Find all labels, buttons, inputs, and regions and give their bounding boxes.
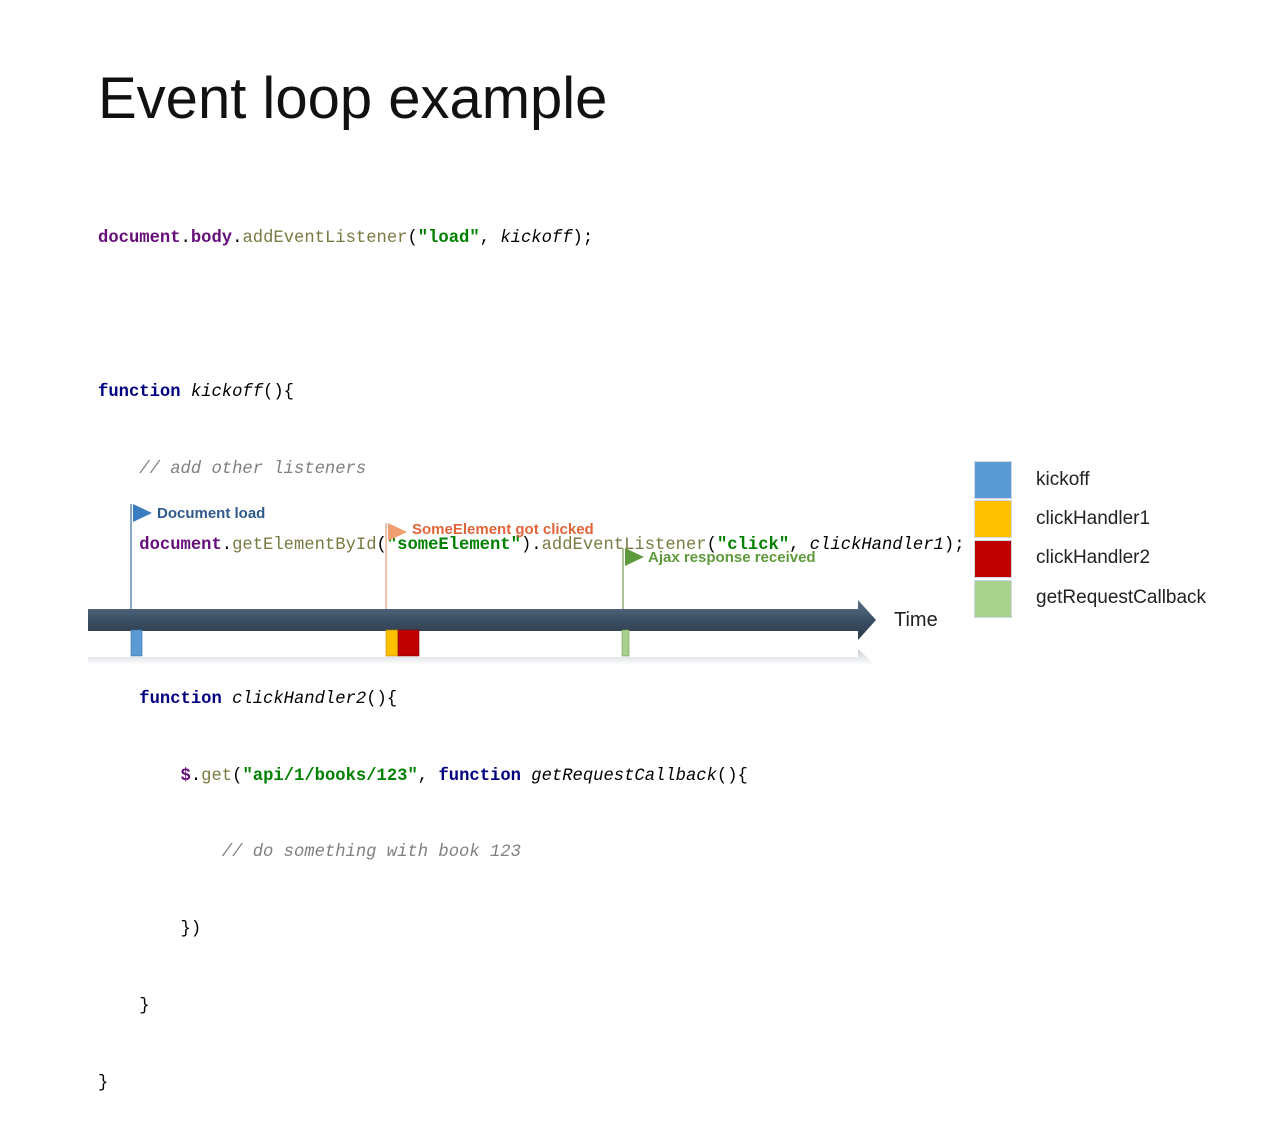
code-token: . xyxy=(180,229,191,249)
code-token: clickHandler2 xyxy=(232,689,367,709)
code-comment: // add other listeners xyxy=(139,459,367,479)
document-load-label: Document load xyxy=(157,505,265,522)
code-indent xyxy=(98,843,222,862)
code-line: document.getElementById("someElement").a… xyxy=(98,533,965,559)
clickhandler1-execution-block xyxy=(385,629,399,657)
code-token: "click" xyxy=(716,536,790,556)
element-click-label: SomeElement got clicked xyxy=(412,521,594,538)
code-token: clickHandler1 xyxy=(809,536,944,556)
code-token: document xyxy=(98,229,181,249)
code-token: ); xyxy=(943,536,965,556)
kickoff-execution-block xyxy=(130,629,143,657)
code-line: $.get("api/1/books/123", function getReq… xyxy=(98,764,965,790)
code-token: (){ xyxy=(366,689,398,709)
document-load-flag-icon xyxy=(133,504,152,522)
code-token: } xyxy=(98,1073,109,1093)
legend-swatch-getrequestcallback xyxy=(974,580,1012,618)
code-indent xyxy=(98,997,139,1016)
code-token: ( xyxy=(232,766,243,786)
code-token: . xyxy=(232,229,243,249)
legend-label-getrequestcallback: getRequestCallback xyxy=(1036,587,1207,608)
code-token: , xyxy=(789,536,810,556)
code-token: document xyxy=(139,536,222,556)
timeline-arrow xyxy=(88,600,876,640)
code-token: (){ xyxy=(263,382,294,402)
code-token: body xyxy=(190,229,233,249)
timeline-diagram: Document load SomeElement got clicked Aj… xyxy=(88,504,876,665)
code-line: document.body.addEventListener("load", k… xyxy=(98,226,965,252)
code-token: } xyxy=(139,997,150,1016)
code-line: } xyxy=(98,1071,965,1097)
code-line: function clickHandler2(){ xyxy=(98,687,965,713)
code-token: addEventListener xyxy=(242,229,408,249)
code-token: ( xyxy=(706,536,717,556)
code-token: getRequestCallback xyxy=(531,766,717,786)
code-line: // add other listeners xyxy=(98,457,965,483)
code-token: kickoff xyxy=(500,229,573,249)
code-token: (){ xyxy=(716,766,748,786)
legend-swatch-kickoff xyxy=(974,461,1012,499)
ajax-response-flag-icon xyxy=(625,548,644,566)
clickhandler2-execution-block xyxy=(397,629,420,657)
legend-label-clickhandler2: clickHandler2 xyxy=(1036,547,1151,568)
code-token: $ xyxy=(180,766,191,786)
code-indent xyxy=(98,920,181,939)
code-line: // do something with book 123 xyxy=(98,840,965,866)
code-token: get xyxy=(201,766,233,786)
code-token: , xyxy=(417,766,439,786)
code-token: "someElement" xyxy=(386,536,521,556)
code-indent xyxy=(98,767,181,786)
code-token: getElementById xyxy=(232,536,377,556)
slide-title: Event loop example xyxy=(98,66,608,131)
code-token: , xyxy=(479,229,501,249)
code-line: function kickoff(){ xyxy=(98,380,965,406)
time-axis-label: Time xyxy=(894,609,938,631)
code-token: . xyxy=(221,536,233,556)
code-token: }) xyxy=(180,920,202,940)
getrequestcallback-execution-block xyxy=(621,629,630,657)
code-token: function xyxy=(98,382,191,402)
code-token: ( xyxy=(376,536,387,556)
code-token: kickoff xyxy=(190,382,264,402)
code-token: . xyxy=(190,766,202,786)
timeline-arrow-reflection xyxy=(88,649,875,665)
code-line: } xyxy=(98,994,965,1020)
code-token: function xyxy=(438,766,532,786)
legend-label-clickhandler1: clickHandler1 xyxy=(1036,508,1151,529)
code-token: "load" xyxy=(417,229,480,249)
legend-label-kickoff: kickoff xyxy=(1036,469,1090,490)
code-token: ). xyxy=(520,536,542,556)
legend-swatch-clickhandler1 xyxy=(974,500,1012,538)
code-token: "api/1/books/123" xyxy=(242,766,418,786)
code-token: ); xyxy=(572,229,594,249)
code-token: function xyxy=(139,689,233,709)
code-block: document.body.addEventListener("load", k… xyxy=(98,175,965,1122)
code-token: addEventListener xyxy=(541,536,707,556)
element-click-flag-icon xyxy=(388,523,407,541)
code-line: }) xyxy=(98,917,965,943)
legend-swatch-clickhandler2 xyxy=(974,540,1012,578)
code-token: ( xyxy=(407,229,418,249)
code-comment: // do something with book 123 xyxy=(221,843,521,863)
ajax-response-label: Ajax response received xyxy=(648,549,816,566)
